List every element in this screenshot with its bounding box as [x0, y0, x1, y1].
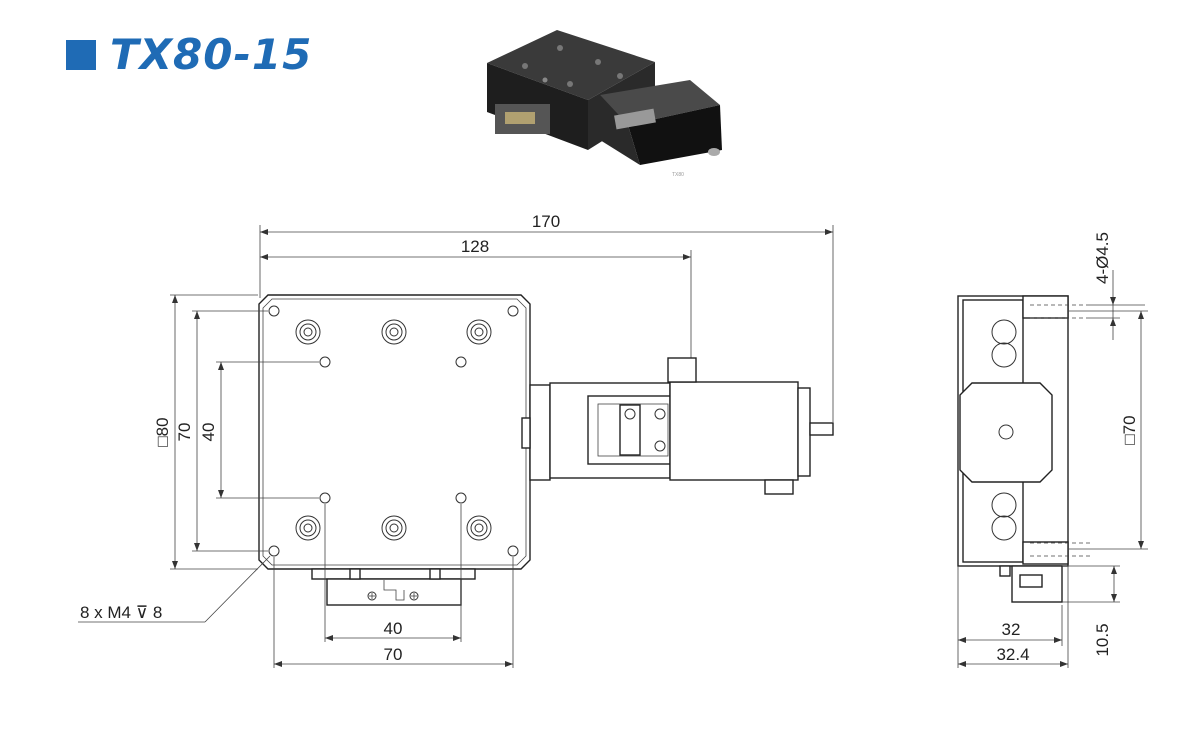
svg-text:□80: □80 [153, 417, 172, 446]
dim-40-bottom: 40 [324, 504, 462, 642]
dim-side-square-70: □70 [1068, 310, 1148, 550]
title-block: TX80-15 [66, 34, 312, 76]
dim-square-80: □80 [153, 294, 258, 570]
svg-text:32.4: 32.4 [996, 645, 1029, 664]
thread-callout: 8 x M4 ⊽ 8 [78, 555, 271, 623]
svg-text:170: 170 [532, 212, 560, 231]
svg-text:4-Ø4.5: 4-Ø4.5 [1093, 232, 1112, 284]
stage-top-plate [258, 294, 531, 570]
svg-text:128: 128 [461, 237, 489, 256]
svg-text:70: 70 [384, 645, 403, 664]
bottom-connector [311, 568, 476, 606]
dim-70-bottom: 70 [273, 557, 514, 668]
side-view [957, 295, 1090, 603]
svg-text:40: 40 [199, 423, 218, 442]
svg-text:10.5: 10.5 [1093, 623, 1112, 656]
dim-side-height: 10.5 [1062, 565, 1120, 657]
motor-assembly [521, 357, 834, 495]
svg-text:40: 40 [384, 619, 403, 638]
dim-40-left: 40 [199, 361, 319, 499]
svg-text:32: 32 [1002, 620, 1021, 639]
svg-text:70: 70 [175, 423, 194, 442]
dim-70-left: 70 [175, 310, 268, 552]
dim-128: 128 [260, 237, 692, 368]
title-square-icon [66, 40, 96, 70]
page-title: TX80-15 [110, 30, 313, 79]
dim-side-width-32: 32 [957, 566, 1063, 668]
svg-text:TX80: TX80 [672, 172, 684, 178]
svg-text:□70: □70 [1120, 415, 1139, 444]
dim-mount-holes: 4-Ø4.5 [1090, 232, 1145, 340]
stage-photo-icon: TX80 [487, 30, 722, 178]
dim-side-width-32-4: 32.4 [958, 566, 1069, 668]
dim-170: 170 [259, 212, 834, 422]
svg-text:8 x M4 ⊽ 8: 8 x M4 ⊽ 8 [80, 603, 162, 622]
